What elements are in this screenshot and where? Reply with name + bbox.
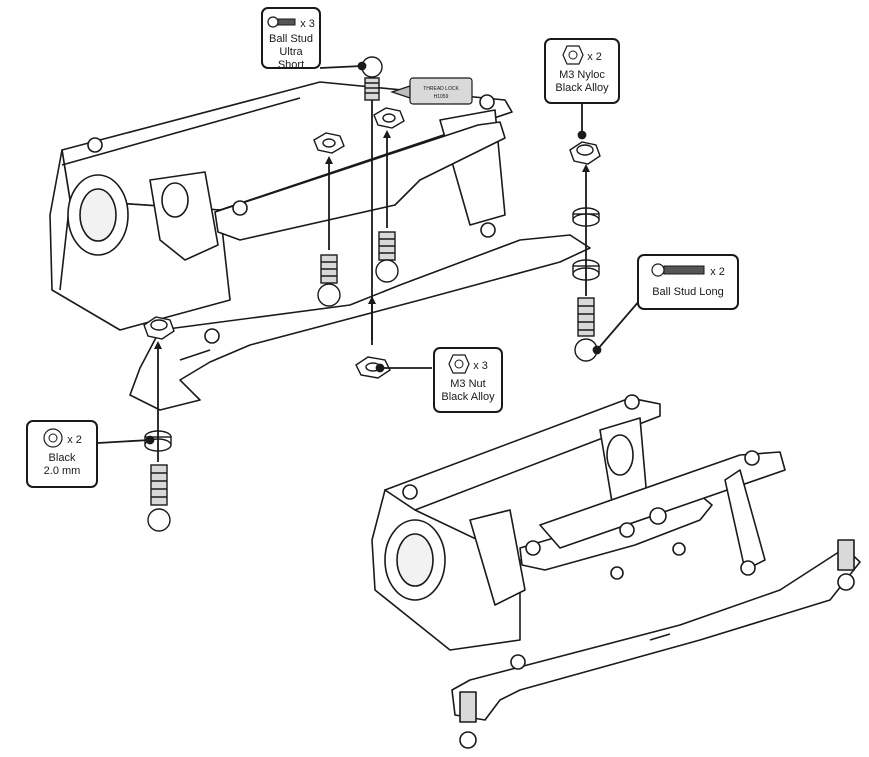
ball-stud-icon: [267, 15, 297, 33]
m3-nyloc-name: M3 Nyloc: [559, 69, 605, 81]
hex-nut-icon: [448, 354, 470, 378]
hex-nut-icon: [562, 45, 584, 69]
thread-lock-code: H1059: [434, 94, 449, 100]
thread-lock-label: THREAD LOCK: [423, 86, 459, 92]
right-nyloc-nut: [569, 141, 601, 165]
m3-nyloc-name-2: Black Alloy: [555, 82, 609, 94]
m3-nyloc-qty: x 2: [587, 50, 602, 63]
assembled-ball-stud-left: [610, 566, 624, 580]
assembled-left-stud: [459, 691, 477, 749]
assembly-arrows: [154, 100, 590, 462]
exploded-camber-plate: [214, 121, 506, 241]
ultra-short-ball-stud: [361, 56, 383, 101]
spacer-qty: x 2: [67, 433, 82, 446]
ball-stud-ultra-short-name-2: Short: [277, 59, 305, 71]
callout-m3-nyloc: x 2 M3 Nyloc Black Alloy: [544, 38, 620, 104]
ball-stud-long-name: Ball Stud Long: [652, 286, 724, 298]
leader-lines: [97, 61, 641, 445]
assembled-shelf-plate: [539, 451, 786, 549]
callout-ball-stud-ultra-short: x 3 Ball Stud Ultra Short: [261, 7, 321, 71]
callout-spacer: x 2 Black 2.0 mm: [26, 420, 98, 488]
washer-icon: [42, 428, 64, 452]
callout-ball-stud-long: x 2 Ball Stud Long: [637, 254, 739, 310]
assembled-ball-stud-top: [649, 507, 667, 525]
plate-nut-right: [373, 107, 405, 129]
spacer-size: 2.0 mm: [43, 465, 81, 477]
ball-stud-long-qty: x 2: [710, 265, 725, 278]
long-ball-stud-icon: [651, 262, 707, 282]
assembled-right-stud: [837, 539, 855, 591]
left-nyloc-nut: [143, 316, 175, 340]
m3-nut-qty: x 3: [473, 359, 488, 372]
exploded-housing: [49, 149, 231, 331]
assembled-chassis: [371, 394, 861, 749]
lower-ball-stud-left: [317, 254, 341, 307]
thread-lock-tube: THREAD LOCK H1059: [390, 77, 473, 105]
ball-stud-ultra-short-name: Ball Stud Ultra: [268, 33, 314, 58]
exploded-chassis: [49, 81, 591, 411]
exploded-lower-plate: [129, 234, 591, 411]
ball-stud-ultra-short-qty: x 3: [300, 17, 315, 30]
exploded-fasteners: [143, 56, 601, 532]
assembled-lower-plate: [451, 547, 861, 721]
assembled-ball-stud-right: [672, 542, 686, 556]
callout-m3-nut: x 3 M3 Nut Black Alloy: [433, 347, 503, 413]
m3-nut-name-2: Black Alloy: [441, 391, 495, 403]
left-long-ball-stud: [147, 464, 171, 532]
lower-ball-stud-right: [375, 231, 399, 283]
plate-nut-left: [313, 132, 345, 154]
spacer-color: Black: [48, 452, 76, 464]
m3-nut-name: M3 Nut: [450, 378, 486, 390]
